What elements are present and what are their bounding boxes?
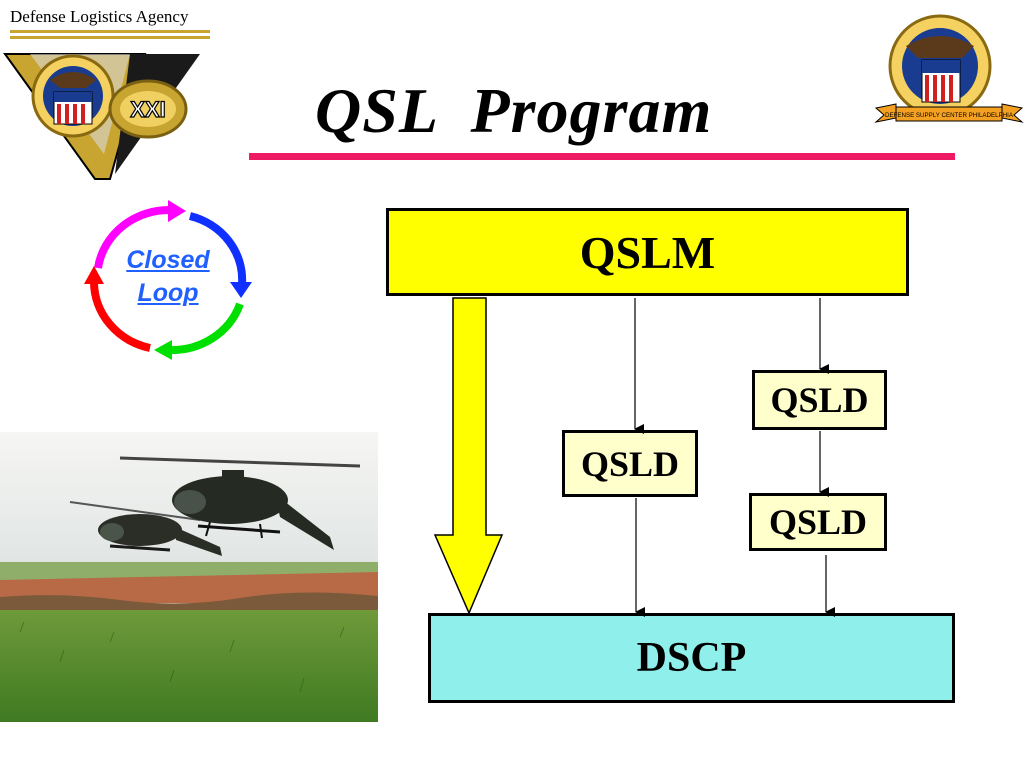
helicopter-front bbox=[119, 456, 361, 550]
node-qsld-left-label: QSLD bbox=[580, 443, 680, 484]
big-yellow-arrow bbox=[433, 297, 504, 615]
dscp-logo: DEFENSE SUPPLY CENTER PHILADELPHIA bbox=[874, 14, 1024, 123]
loop-arrow-green bbox=[167, 302, 244, 355]
node-qslm-label: QSLM bbox=[579, 226, 716, 278]
loop-arrow-red bbox=[90, 281, 151, 352]
node-qsld-right-bottom-label: QSLD bbox=[768, 502, 868, 542]
helicopter-photo bbox=[0, 432, 378, 722]
node-dscp-label: DSCP bbox=[636, 635, 747, 681]
dla-logo: XXI bbox=[3, 30, 210, 180]
helicopter-rear bbox=[69, 501, 222, 556]
xxi-badge: XXI bbox=[130, 97, 165, 122]
node-qsld-right-top: QSLD bbox=[752, 370, 887, 430]
dscp-ribbon-text: DEFENSE SUPPLY CENTER PHILADELPHIA bbox=[885, 112, 1014, 119]
node-qsld-left: QSLD bbox=[562, 430, 698, 497]
agency-name: Defense Logistics Agency bbox=[10, 7, 189, 26]
node-qsld-right-top-label: QSLD bbox=[770, 380, 869, 420]
loop-arrow-magenta bbox=[94, 205, 173, 269]
closed-loop-line2: Loop bbox=[137, 279, 199, 307]
closed-loop-label: Closed Loop bbox=[118, 244, 218, 310]
closed-loop-arrows bbox=[84, 200, 252, 360]
node-qsld-right-bottom: QSLD bbox=[749, 493, 887, 551]
node-dscp: DSCP bbox=[428, 613, 955, 703]
page-title: QSL Program bbox=[315, 75, 713, 146]
closed-loop-line1: Closed bbox=[126, 246, 210, 274]
node-qslm: QSLM bbox=[386, 208, 909, 296]
title-underline bbox=[249, 153, 955, 160]
loop-arrow-blue bbox=[188, 212, 247, 285]
